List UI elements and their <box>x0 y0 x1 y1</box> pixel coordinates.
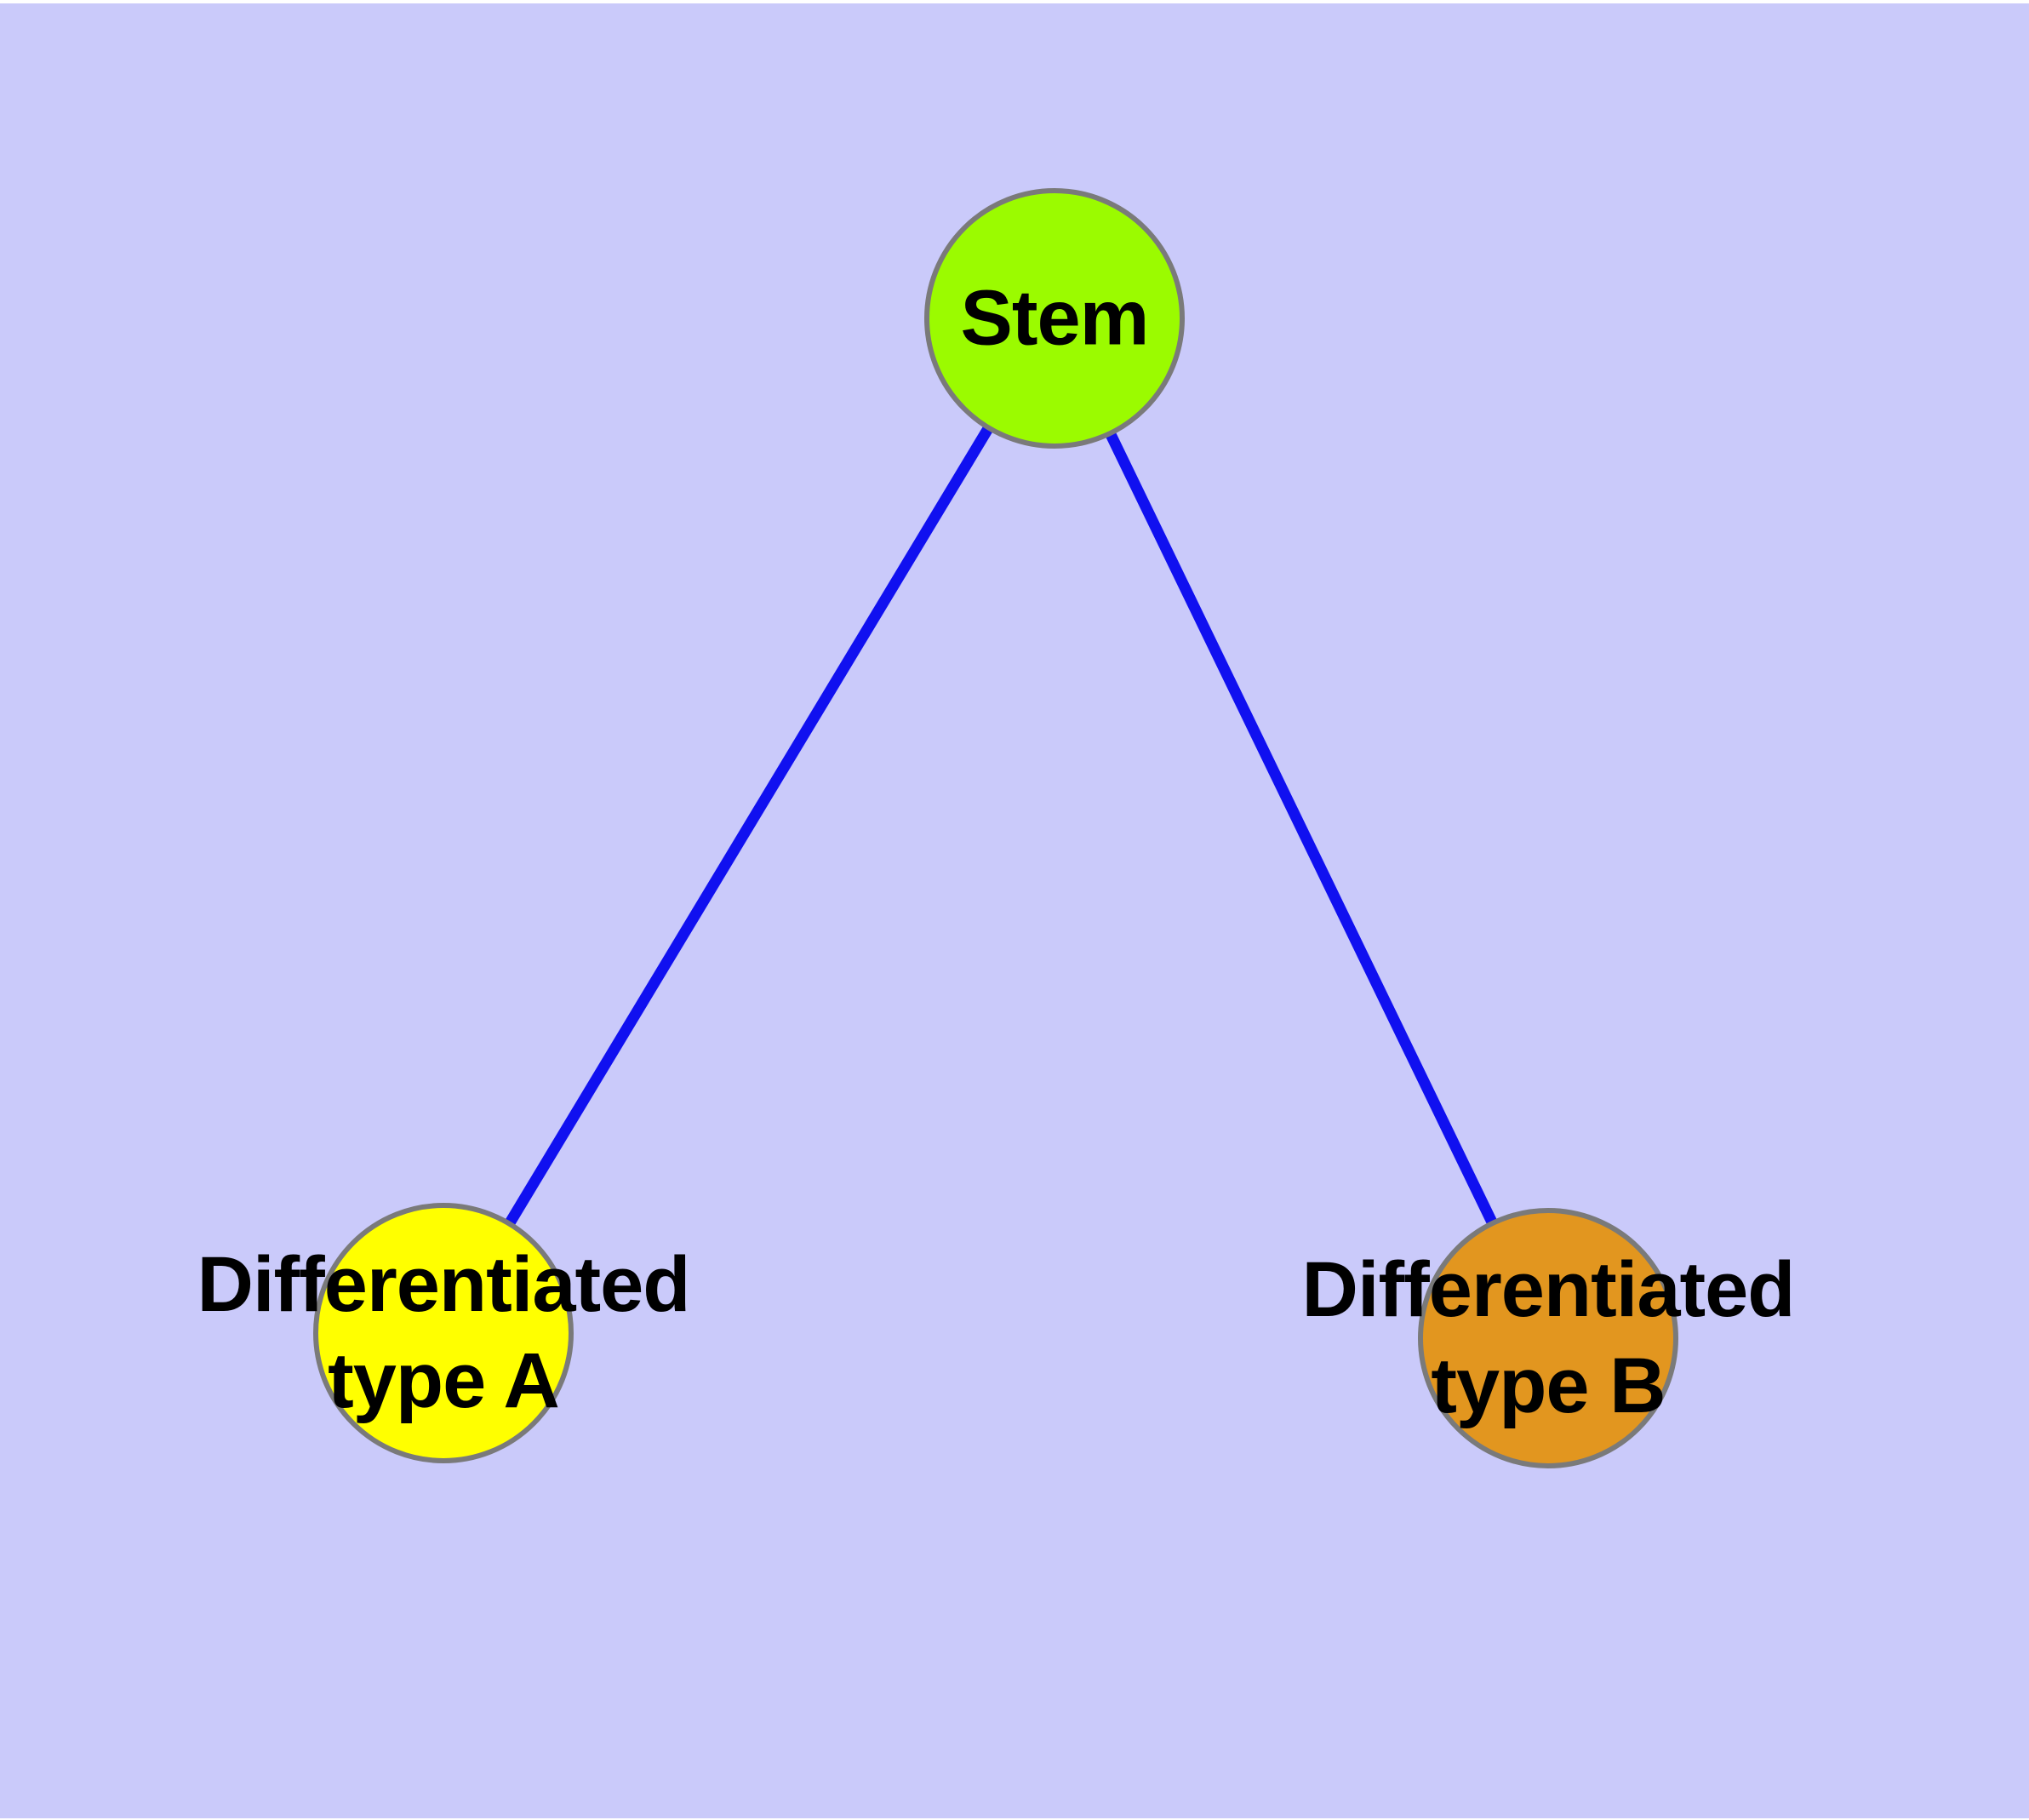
node-differentiated-type-a <box>313 1203 574 1463</box>
edge-stem-to-differentiated-type-a <box>438 315 1060 1336</box>
node-stem <box>924 188 1185 449</box>
edge-stem-to-differentiated-type-b <box>1049 316 1553 1341</box>
node-differentiated-type-b <box>1418 1208 1678 1468</box>
